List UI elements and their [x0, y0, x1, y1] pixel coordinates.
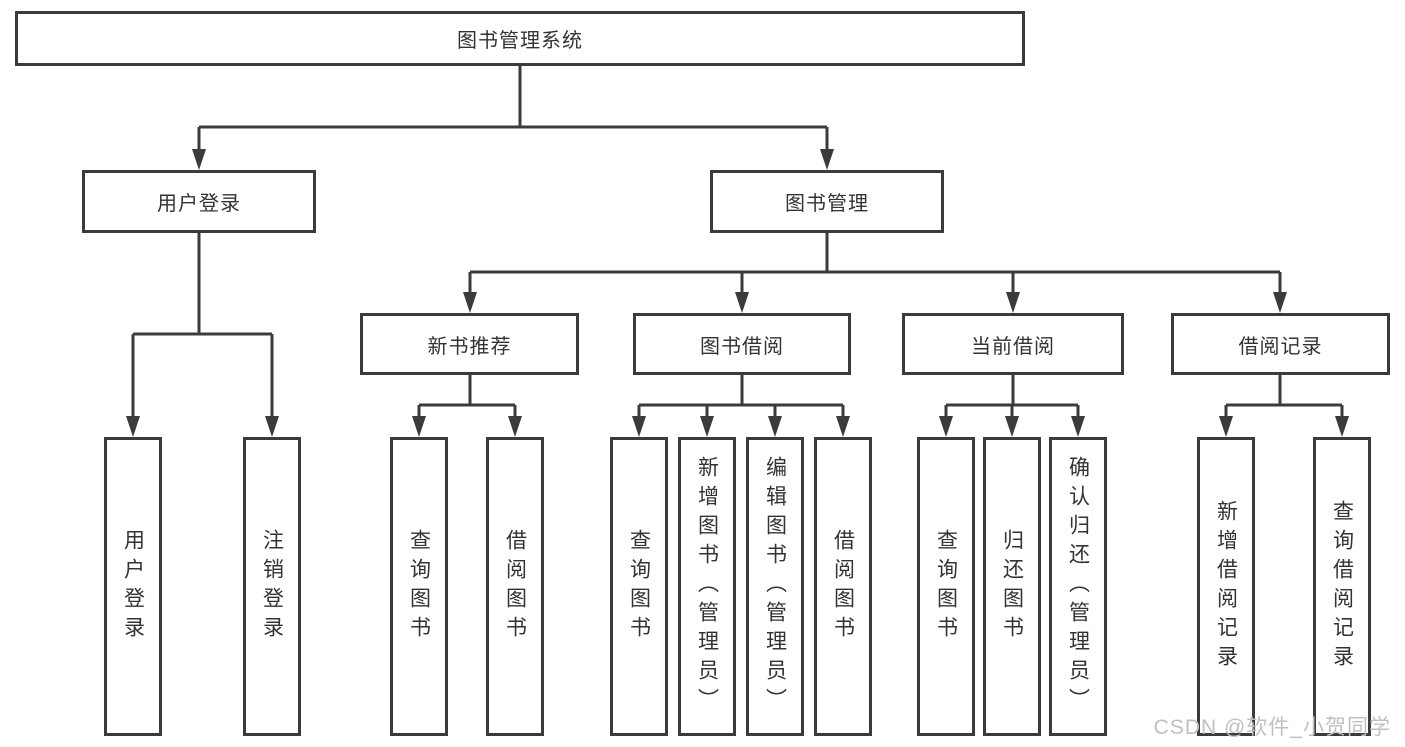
- node-user-login: 用户登录: [82, 170, 316, 233]
- leaf-current-confirm-return-admin-label: 确认归还（管理员）: [1066, 456, 1090, 717]
- leaf-borrow-query-books-label: 查询图书: [627, 528, 651, 645]
- leaf-newbook-borrow-books: 借阅图书: [486, 437, 544, 736]
- leaf-records-add-record: 新增借阅记录: [1197, 437, 1255, 736]
- leaf-newbook-borrow-books-label: 借阅图书: [503, 528, 527, 645]
- node-new-book-recommend: 新书推荐: [360, 313, 579, 375]
- leaf-borrow-edit-books-admin: 编辑图书（管理员）: [746, 437, 804, 736]
- leaf-user-login-label: 用户登录: [121, 528, 145, 645]
- leaf-current-query-books-label: 查询图书: [934, 528, 958, 645]
- node-book-management: 图书管理: [710, 170, 944, 233]
- leaf-records-query-record-label: 查询借阅记录: [1330, 499, 1354, 674]
- leaf-borrow-edit-books-admin-label: 编辑图书（管理员）: [763, 456, 787, 717]
- leaf-current-query-books: 查询图书: [917, 437, 975, 736]
- csdn-watermark: CSDN @软件_小贺同学: [1153, 716, 1391, 739]
- leaf-records-add-record-label: 新增借阅记录: [1214, 499, 1238, 674]
- node-book-borrow: 图书借阅: [633, 313, 851, 375]
- leaf-newbook-query-books: 查询图书: [390, 437, 448, 736]
- node-library-system: 图书管理系统: [15, 11, 1025, 66]
- leaf-borrow-borrow-books: 借阅图书: [814, 437, 872, 736]
- leaf-borrow-add-books-admin-label: 新增图书（管理员）: [695, 456, 719, 717]
- node-current-borrow: 当前借阅: [902, 313, 1124, 375]
- node-borrow-records: 借阅记录: [1171, 313, 1390, 375]
- leaf-borrow-borrow-books-label: 借阅图书: [831, 528, 855, 645]
- leaf-current-return-books: 归还图书: [983, 437, 1041, 736]
- leaf-current-confirm-return-admin: 确认归还（管理员）: [1049, 437, 1107, 736]
- leaf-current-return-books-label: 归还图书: [1000, 528, 1024, 645]
- leaf-records-query-record: 查询借阅记录: [1313, 437, 1371, 736]
- leaf-newbook-query-books-label: 查询图书: [407, 528, 431, 645]
- leaf-logout: 注销登录: [243, 437, 301, 736]
- leaf-user-login: 用户登录: [104, 437, 162, 736]
- leaf-borrow-add-books-admin: 新增图书（管理员）: [678, 437, 736, 736]
- leaf-logout-label: 注销登录: [260, 528, 284, 645]
- leaf-borrow-query-books: 查询图书: [610, 437, 668, 736]
